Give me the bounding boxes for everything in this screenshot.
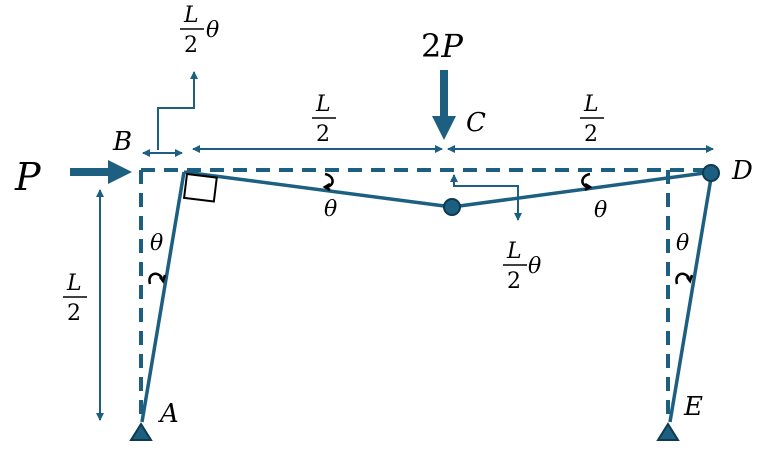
load-P-arrow [70,160,132,184]
svg-text:2: 2 [507,269,521,294]
deformed-frame [140,170,714,423]
triangle-pin-support-icon [656,422,680,441]
disp-label-B: L 2 θ [180,3,219,58]
point-C-label: C [466,108,486,138]
square-right-angle-icon [182,172,218,203]
point-E-label: E [683,392,703,422]
point-B-label: B [112,127,132,157]
theta-label-DE: θ [676,231,689,256]
svg-text:θ: θ [206,18,219,43]
member-DE [668,171,714,423]
circle-hinge-icon [702,164,720,182]
point-D-label: D [731,156,753,186]
load-2P-label: 2P [421,27,463,65]
svg-text:2: 2 [184,33,198,58]
load-P-label: P [14,155,42,199]
circle-hinge-icon [443,198,461,216]
svg-text:θ: θ [528,254,541,279]
dim-label-column-height: L 2 [63,271,87,326]
theta-label-CD: θ [594,198,607,223]
svg-text:2: 2 [584,122,598,147]
svg-text:L: L [183,3,199,28]
dimension-lines [96,71,714,421]
load-2P-arrow [432,70,456,140]
member-CD [451,170,713,209]
svg-text:L: L [66,271,82,296]
theta-label-AB: θ [150,231,163,256]
triangle-pin-support-icon [129,422,153,441]
member-AB [140,171,186,423]
dim-label-left-half: L 2 [312,92,336,147]
svg-text:L: L [506,239,522,264]
member-BC [183,170,453,209]
disp-label-C: L 2 θ [503,239,541,294]
original-frame-dashed [139,168,712,422]
dim-label-right-half: L 2 [580,92,604,147]
svg-text:L: L [583,92,599,117]
svg-text:2: 2 [67,301,81,326]
curved-rotation-arrow-icon [148,172,694,285]
point-A-label: A [158,399,179,429]
theta-label-BC: θ [324,197,337,222]
svg-text:L: L [315,92,331,117]
svg-text:2: 2 [316,122,330,147]
